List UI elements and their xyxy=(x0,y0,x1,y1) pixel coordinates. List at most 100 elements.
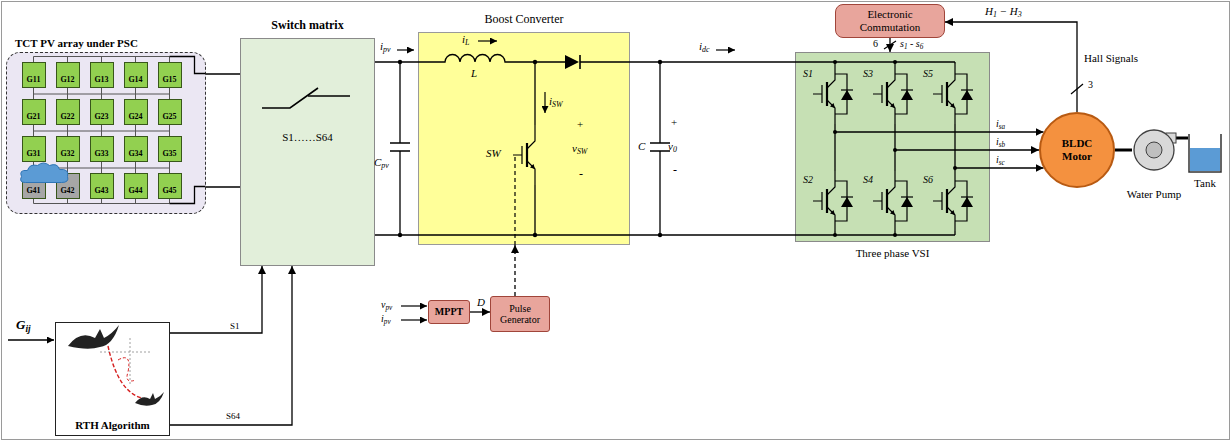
current-label-part: i xyxy=(549,95,552,107)
switch-command-arrow xyxy=(170,266,262,333)
switch-label-part: S3 xyxy=(863,68,873,79)
inverter-circuit-part-part xyxy=(893,148,897,152)
tank-icon-part xyxy=(1189,134,1221,172)
signal-name-part: H xyxy=(985,5,993,17)
edge-label: ipv xyxy=(380,40,391,53)
switch-label-part: S1 xyxy=(803,68,813,79)
edge-label-part: sa xyxy=(999,123,1005,131)
edge-label-part: i xyxy=(380,40,383,52)
current-label-part: SW xyxy=(552,100,563,109)
pump-icon-part-part xyxy=(1134,130,1174,170)
current-arrow xyxy=(397,49,414,50)
motor-circle: BLDC Motor xyxy=(1039,112,1115,188)
eagle-illustration xyxy=(56,323,169,435)
bus-width: 6 xyxy=(873,38,878,50)
eagle-illustration-part-part xyxy=(100,338,152,384)
box-heading: G32 xyxy=(57,149,79,158)
shading-cloud xyxy=(7,53,204,212)
box-text-part: Pulse Generator xyxy=(500,303,540,326)
control-block: Electronic Commutation xyxy=(835,4,945,38)
box-heading: Tank xyxy=(1181,177,1229,190)
boost-circuit-part-part xyxy=(513,125,535,185)
edge-label: isb xyxy=(996,136,1005,148)
switch-label: S2 xyxy=(803,174,813,186)
dc-wire xyxy=(206,73,240,74)
box-heading: G43 xyxy=(91,186,113,195)
tank-icon: Tank xyxy=(1188,133,1222,173)
current-label-part: L xyxy=(465,38,469,47)
signal-name-part: 1 xyxy=(993,10,997,19)
edge-label-part: S64 xyxy=(226,411,240,421)
signal-name-part: v xyxy=(381,299,385,310)
pv-module: G44 xyxy=(124,173,148,199)
pv-module: G13 xyxy=(90,62,114,88)
signal-name-part: - s xyxy=(908,38,920,49)
box-text: BLDC Motor xyxy=(1049,137,1105,162)
box-heading: G42 xyxy=(57,186,79,195)
inverter-circuit-part-part xyxy=(813,64,853,124)
box-heading: G41 xyxy=(23,186,45,195)
tank-icon xyxy=(1188,133,1222,173)
pv-module: G23 xyxy=(90,99,114,125)
boost-circuit-part-part xyxy=(418,62,630,235)
box-heading-part: G42 xyxy=(60,186,74,195)
box-heading: G12 xyxy=(57,75,79,84)
edge-label: Hall Signals xyxy=(1084,52,1138,65)
motor-circle-part xyxy=(1040,113,1114,187)
current-label: iSW xyxy=(549,95,563,108)
box-heading: G13 xyxy=(91,75,113,84)
signal-arrow xyxy=(401,319,427,320)
polarity-sign: - xyxy=(579,168,583,182)
inverter-circuit-part-part xyxy=(953,166,957,170)
box-heading: G25 xyxy=(159,112,181,121)
box-heading: G34 xyxy=(125,149,147,158)
edge-label-part: sc xyxy=(999,159,1005,167)
inverter-circuit-part-part xyxy=(933,171,973,231)
pv-module: G12 xyxy=(56,62,80,88)
edge-label-part: i xyxy=(996,154,999,165)
tank-icon-part-part xyxy=(1190,148,1220,171)
voltage-label-part: SW xyxy=(577,147,588,156)
switch-symbol-part xyxy=(262,88,350,108)
box-heading-part: G24 xyxy=(128,112,142,121)
inverter-circuit-part-part xyxy=(933,64,973,124)
pv-module: G25 xyxy=(158,99,182,125)
switch-label: S4 xyxy=(863,174,873,186)
edge-label-part: pv xyxy=(383,45,390,54)
box-heading: G22 xyxy=(57,112,79,121)
dc-wire xyxy=(630,234,795,235)
box-heading-part: G41 xyxy=(26,186,40,195)
switch-label-part: S4 xyxy=(863,174,873,185)
current-label-part: i xyxy=(462,33,465,45)
inverter-circuit-part-part xyxy=(833,233,837,237)
box-heading-part: G12 xyxy=(60,75,74,84)
signal-name-part: 6 xyxy=(920,43,924,51)
switch-symbol-part-part xyxy=(308,95,350,97)
pv-module: G34 xyxy=(124,136,148,162)
voltage-label: v0 xyxy=(668,140,677,153)
box-heading-part: Switch matrix xyxy=(271,18,343,32)
inverter-circuit-part-part xyxy=(795,62,990,235)
eagle-illustration-part-part xyxy=(68,325,119,349)
algorithm-box: RTH Algorithm xyxy=(55,322,170,436)
polarity-sign-part: + xyxy=(671,116,677,128)
box-text-part: S1……S64 xyxy=(282,131,333,143)
duty-arrow xyxy=(470,311,490,312)
pump-icon xyxy=(1132,128,1176,172)
switch-label-part: S5 xyxy=(923,68,933,79)
switch-label-part: S2 xyxy=(803,174,813,185)
current-label: iL xyxy=(462,33,469,46)
pulse-arrow xyxy=(514,245,515,296)
pv-module: G35 xyxy=(158,136,182,162)
box-heading: G44 xyxy=(125,186,147,195)
pv-module: G22 xyxy=(56,99,80,125)
edge-label-part: i xyxy=(699,40,702,52)
box-heading-part: G31 xyxy=(26,149,40,158)
pv-module: G43 xyxy=(90,173,114,199)
boost-circuit-part-part xyxy=(514,155,515,245)
box-text-part: BLDC Motor xyxy=(1062,137,1093,162)
shading-cloud-part xyxy=(21,163,68,183)
input-capacitor-part xyxy=(390,62,410,235)
box-heading-part: G15 xyxy=(162,75,176,84)
box-heading: Switch matrix xyxy=(241,19,374,33)
